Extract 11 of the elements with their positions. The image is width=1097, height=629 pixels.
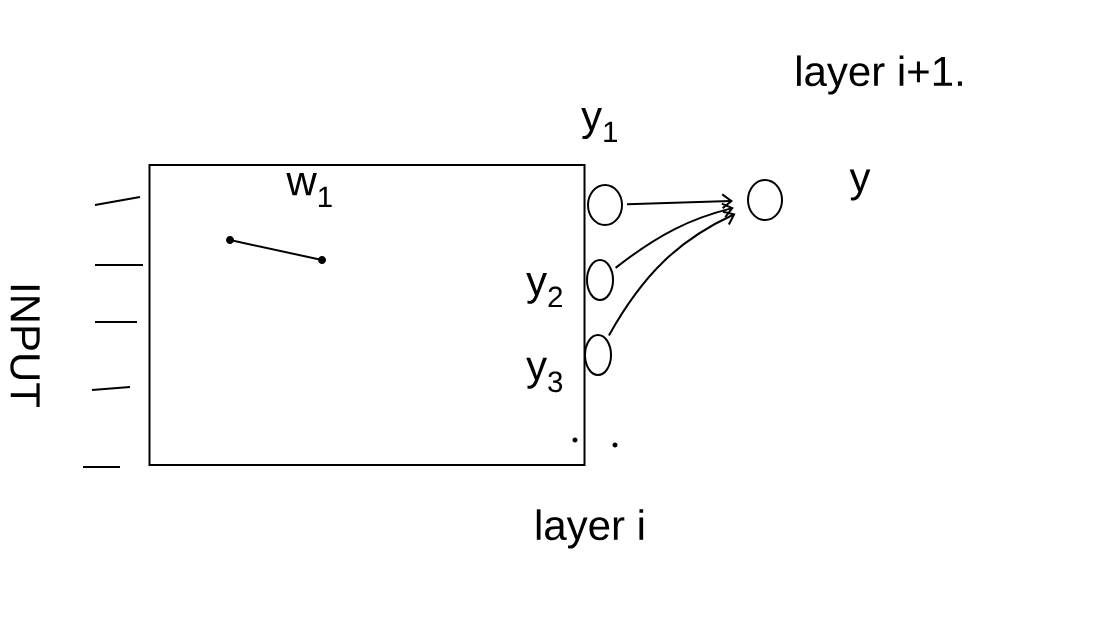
arrow — [607, 210, 736, 337]
neuron-label: y$_{3}$ — [526, 357, 563, 393]
arrow — [614, 202, 734, 269]
neuron-label: y$_{2}$ — [526, 272, 562, 308]
arrow — [626, 193, 734, 210]
layer-label: layer i — [536, 509, 644, 549]
weight-label: w$_{1}$ — [286, 173, 332, 207]
neuron-label: y — [849, 169, 871, 201]
input-label: INPUT — [10, 285, 40, 408]
layer-label: layer i+1. — [797, 55, 962, 95]
neuron-label: y$_{1}$ — [581, 108, 617, 142]
